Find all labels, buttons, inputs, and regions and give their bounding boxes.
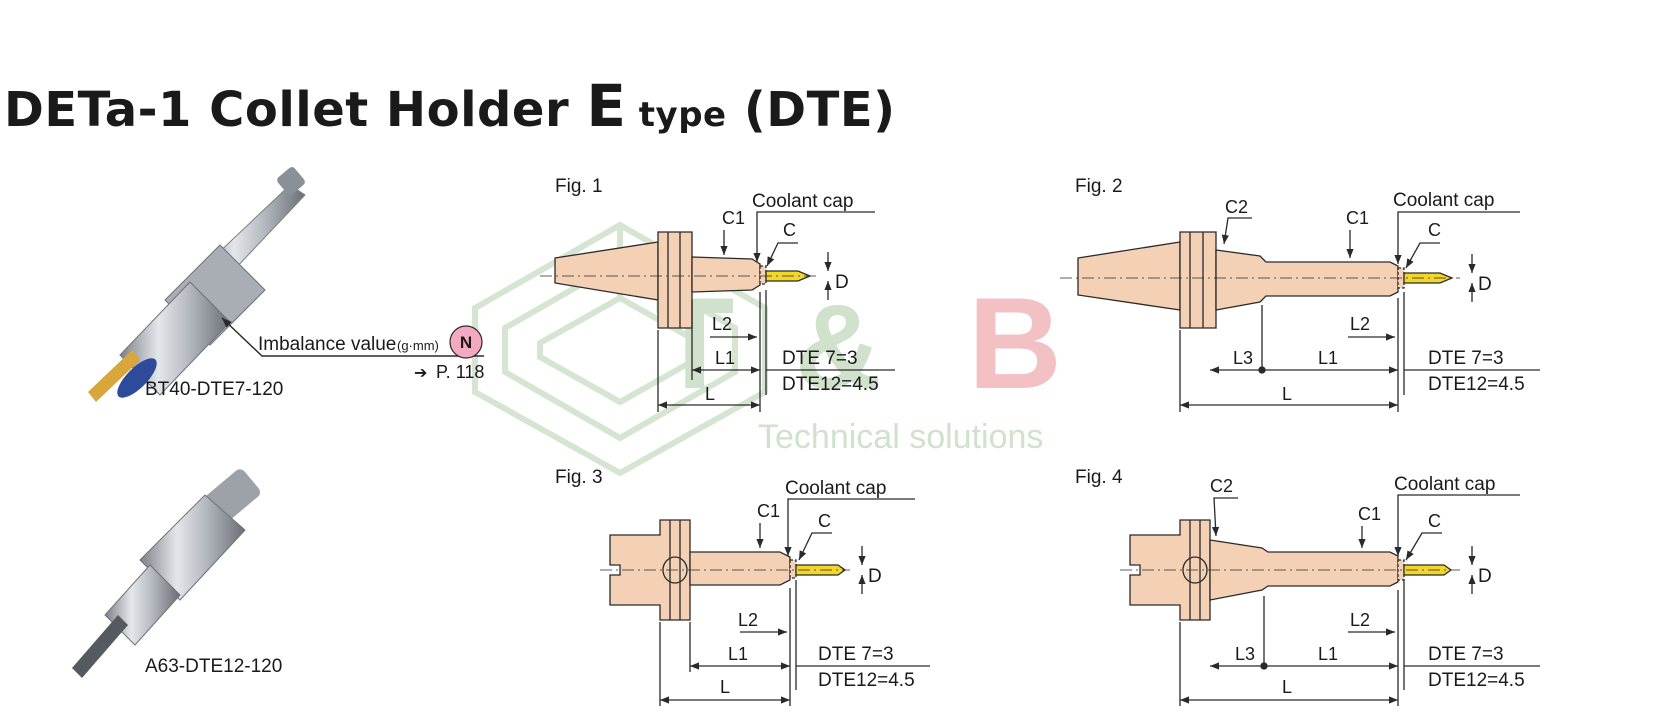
figure-3-dim-l2: L2 xyxy=(738,610,758,630)
figure-1-label: Fig. 1 xyxy=(555,176,603,197)
figure-4-label: Fig. 4 xyxy=(1075,467,1123,488)
figure-4-dim-c: C xyxy=(1428,511,1441,531)
figure-1: Fig. 1 Coolant cap C1 C D L2 L1 L DTE 7=… xyxy=(540,176,895,412)
figure-2-dim-l3: L3 xyxy=(1233,348,1253,368)
product-photo-bt40 xyxy=(88,167,306,402)
figure-2-dim-l: L xyxy=(1282,384,1292,404)
figure-3-dim-l: L xyxy=(720,677,730,697)
figure-2-dim-c2: C2 xyxy=(1225,197,1248,217)
imbalance-callout: Imbalance value (g·mm) N ➔ P. 118 xyxy=(221,317,484,382)
figure-4-dim-l3: L3 xyxy=(1235,644,1255,664)
figure-3-dim-d: D xyxy=(868,566,882,587)
figure-2-dim-l1: L1 xyxy=(1318,348,1338,368)
n-badge-icon xyxy=(449,325,483,359)
title-type-letter: E xyxy=(586,72,627,140)
imbalance-label: Imbalance value xyxy=(258,334,396,355)
figure-3-dte7: DTE 7=3 xyxy=(818,644,894,665)
figure-2-dte7: DTE 7=3 xyxy=(1428,348,1504,369)
figure-3-dim-c1: C1 xyxy=(757,501,780,521)
figure-3-dim-c: C xyxy=(818,511,831,531)
imbalance-badge: N xyxy=(460,333,472,352)
figure-4-dim-l2: L2 xyxy=(1350,610,1370,630)
figure-3-dte12: DTE12=4.5 xyxy=(818,670,915,691)
figure-1-coolant-cap: Coolant cap xyxy=(752,191,853,212)
figure-4-dte7: DTE 7=3 xyxy=(1428,644,1504,665)
figure-4: Fig. 4 C2 Coolant cap C1 C D L2 L3 L1 L … xyxy=(1075,467,1540,706)
figure-1-dte7: DTE 7=3 xyxy=(782,348,858,369)
figure-2-label: Fig. 2 xyxy=(1075,176,1123,197)
figure-2-dim-c: C xyxy=(1428,220,1441,240)
page-ref-link[interactable]: P. 118 xyxy=(436,362,484,382)
figure-1-dte12: DTE12=4.5 xyxy=(782,374,879,395)
figure-1-dim-d: D xyxy=(835,272,849,293)
figure-3-coolant-cap: Coolant cap xyxy=(785,478,886,499)
watermark-tagline: Technical solutions xyxy=(758,418,1043,456)
page-title: DETa-1 Collet Holder E type (DTE) xyxy=(4,72,896,140)
figure-4-dim-d: D xyxy=(1478,566,1492,587)
watermark-hexagon-logo xyxy=(472,221,768,477)
product-model-bt40: BT40-DTE7-120 xyxy=(145,379,283,400)
watermark: T & B Technical solutions xyxy=(472,221,1062,477)
imbalance-unit: (g·mm) xyxy=(397,338,439,353)
figure-1-dim-c: C xyxy=(783,220,796,240)
title-part2: type xyxy=(626,95,727,135)
product-model-a63: A63-DTE12-120 xyxy=(145,656,282,677)
figure-2: Fig. 2 C2 Coolant cap C1 C D L2 L3 L1 L … xyxy=(1060,176,1540,412)
figure-4-dim-c1: C1 xyxy=(1358,504,1381,524)
figure-2-dim-l2: L2 xyxy=(1350,314,1370,334)
figure-1-dim-l1: L1 xyxy=(715,348,735,368)
figure-2-dte12: DTE12=4.5 xyxy=(1428,374,1525,395)
watermark-brand-amp: & xyxy=(795,280,882,414)
figure-3-label: Fig. 3 xyxy=(555,467,603,488)
figure-4-coolant-cap: Coolant cap xyxy=(1394,474,1495,495)
figure-2-coolant-cap: Coolant cap xyxy=(1393,190,1494,211)
figure-1-dim-c1: C1 xyxy=(722,208,745,228)
figure-4-dim-l1: L1 xyxy=(1318,644,1338,664)
figure-2-dim-d: D xyxy=(1478,274,1492,295)
title-part1: DETa-1 Collet Holder xyxy=(4,82,587,138)
watermark-brand-b: B xyxy=(968,270,1062,416)
figure-2-dim-c1: C1 xyxy=(1346,208,1369,228)
figure-4-dte12: DTE12=4.5 xyxy=(1428,670,1525,691)
title-part3: (DTE) xyxy=(726,82,896,138)
page-ref-arrow-icon: ➔ xyxy=(414,365,427,382)
figure-4-dim-c2: C2 xyxy=(1210,476,1233,496)
figure-3: Fig. 3 Coolant cap C1 C D L2 L1 L DTE 7=… xyxy=(555,467,930,706)
figure-4-dim-l: L xyxy=(1282,677,1292,697)
figure-1-dim-l: L xyxy=(705,384,715,404)
figure-1-dim-l2: L2 xyxy=(712,314,732,334)
figure-3-dim-l1: L1 xyxy=(728,644,748,664)
product-photo-a63 xyxy=(72,469,261,678)
